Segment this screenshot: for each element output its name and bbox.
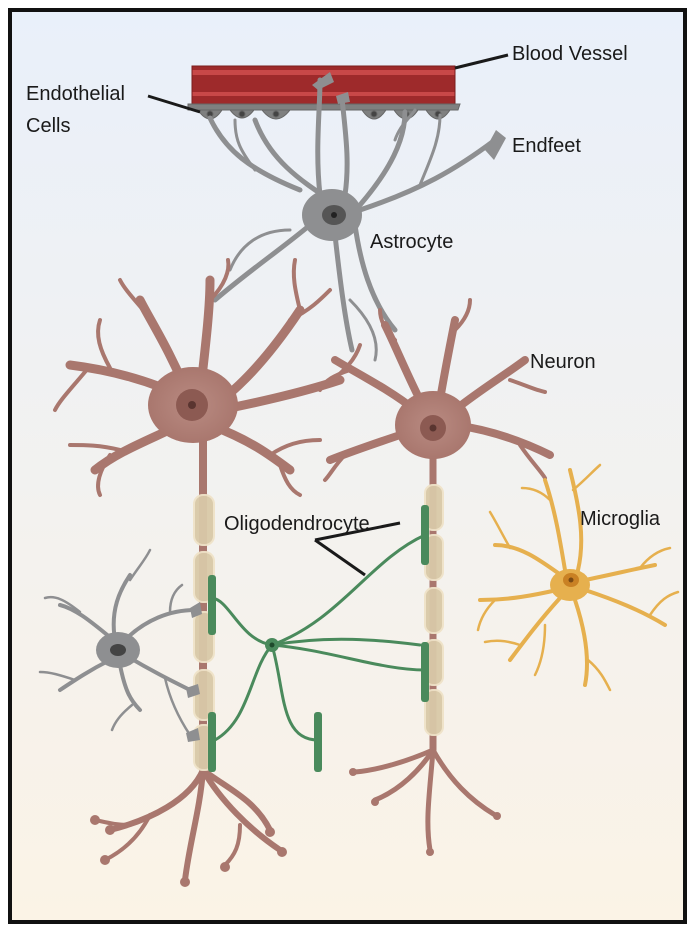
astrocyte-label: Astrocyte	[370, 231, 453, 253]
endfeet-label: Endfeet	[512, 135, 581, 157]
microglia-label: Microglia	[580, 508, 661, 530]
oligodendrocyte-label: Oligodendrocyte	[224, 513, 370, 535]
blood-vessel-label: Blood Vessel	[512, 43, 628, 65]
endothelial-label-line1: Endothelial	[26, 83, 125, 105]
endothelial-label-line2: Cells	[26, 115, 70, 137]
neuron-label: Neuron	[530, 351, 596, 373]
